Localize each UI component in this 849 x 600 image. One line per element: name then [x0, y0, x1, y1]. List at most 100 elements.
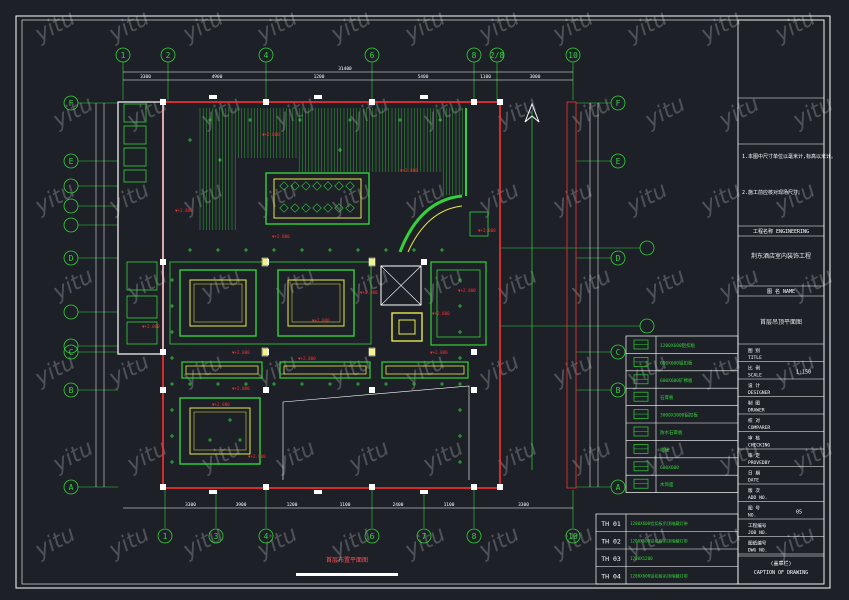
watermark-text: yitu — [252, 522, 301, 564]
bottom-dimension: 1100 — [444, 502, 455, 508]
caption-zh: (盖章栏) — [770, 560, 791, 567]
coffer-panels — [169, 261, 372, 465]
title-row-zh: 设 计 — [748, 382, 760, 389]
floor-plan: ▼+2.800▼+2.800▼+2.800▼+2.800▼+2.800▼+2.8… — [117, 95, 577, 494]
engineering-label: 工程名称 ENGINEERING — [753, 228, 809, 235]
column — [160, 259, 166, 265]
watermark-text: yitu — [178, 522, 227, 564]
coffer-inner — [287, 279, 345, 327]
watermark-text: yitu — [104, 178, 153, 220]
axis-bubble-top — [115, 47, 131, 63]
strip-panels — [123, 103, 489, 379]
title-row-en: PROVEDBY — [748, 460, 770, 466]
watermark-text: yitu — [474, 350, 523, 392]
axis-label-top: 8 — [472, 51, 477, 60]
axis-bubble-top — [466, 47, 482, 63]
title-row-zh: 图纸编号 — [748, 540, 767, 547]
side-wing-wall — [117, 101, 164, 355]
title-row-en: ADD NO. — [748, 495, 767, 501]
watermark-text: yitu — [474, 6, 523, 48]
column — [471, 484, 477, 490]
title-row-en: DRAWER — [748, 408, 765, 414]
th-description: 1200X1200 — [630, 556, 653, 561]
decorative-panel-pattern — [279, 181, 355, 213]
level-marks: ▼+2.800▼+2.800▼+2.800▼+2.800▼+2.800▼+2.8… — [142, 132, 496, 459]
level-mark: ▼+2.800 — [458, 288, 476, 293]
th-description: 1200X600铝扣板吊顶暗藏灯带 — [630, 573, 688, 580]
title-row-en: CHECKING — [748, 443, 770, 449]
downlight — [412, 248, 416, 252]
watermark-text: yitu — [122, 92, 171, 134]
legend-label: 600X600 — [660, 465, 679, 471]
note-line-2: 2.施工前应核对现场尺寸。 — [742, 189, 803, 196]
title-row-zh: 图 别 — [748, 347, 760, 354]
watermark-layer: yitu yitu yitu yitu yitu yitu yitu yitu yitu yitu… — [30, 6, 837, 564]
watermark-text: yitu — [48, 92, 97, 134]
title-row-en: DATE — [748, 478, 759, 484]
downlight — [248, 118, 252, 122]
title-row-en: COMPARER — [748, 425, 770, 431]
watermark-text: yitu — [326, 6, 375, 48]
strip-panel — [381, 361, 469, 379]
downlight — [440, 382, 444, 386]
coffer-outer — [179, 397, 261, 465]
watermark-text: yitu — [104, 350, 153, 392]
column — [263, 484, 269, 490]
title-row-zh: 工程编号 — [748, 522, 767, 529]
axis-bubble-top — [258, 47, 274, 63]
level-mark: ▼+2.800 — [212, 402, 230, 407]
bottom-dimension: 3900 — [236, 502, 247, 508]
downlight — [188, 138, 192, 142]
legend-label: 3000X3000铝扣板 — [660, 412, 698, 419]
downlight — [348, 118, 352, 122]
downlight — [170, 408, 174, 412]
title-row-en: TITLE — [748, 355, 762, 361]
column — [471, 387, 477, 393]
axis-bubble-bottom — [565, 528, 581, 544]
downlight — [384, 248, 388, 252]
caption-underline — [296, 573, 398, 576]
axis-bubble-top — [160, 47, 176, 63]
axis-label-top: 1 — [121, 51, 126, 60]
downlight — [458, 382, 462, 386]
legend-label: 600X600铝扣板 — [660, 359, 693, 366]
legend-label: 1200X600铝扣板 — [660, 342, 696, 349]
downlight — [170, 434, 174, 438]
axis-label-bottom: 6 — [370, 532, 375, 541]
column — [160, 99, 166, 105]
column — [160, 387, 166, 393]
axis-label-right: E — [616, 157, 621, 166]
right-room-ceiling — [430, 261, 487, 346]
watermark-text: yitu — [622, 178, 671, 220]
grille-ceiling-hatch — [199, 108, 467, 230]
axis-label-right: A — [616, 483, 621, 492]
watermark-text: yitu — [474, 522, 523, 564]
axis-label-left: A — [69, 483, 74, 492]
drawing-name: 首层吊顶平面图 — [760, 318, 802, 326]
bottom-dimension: 3300 — [518, 502, 529, 508]
level-mark: ▼+2.800 — [272, 234, 290, 239]
bottom-dimension: 3300 — [185, 502, 196, 508]
column — [369, 387, 375, 393]
top-dimension: 1100 — [480, 74, 491, 80]
decorative-panel-inner — [273, 178, 362, 219]
axis-label-bottom: 10 — [568, 532, 578, 541]
watermark-text: yitu — [400, 6, 449, 48]
title-row-zh: 比 例 — [748, 365, 760, 372]
title-row-zh: 日 期 — [748, 471, 760, 477]
bottom-dimension: 1200 — [287, 502, 298, 508]
top-dimension: 3000 — [530, 74, 541, 80]
axis-bubble-top — [565, 47, 581, 63]
top-dimension: 5400 — [418, 74, 429, 80]
downlight — [208, 438, 212, 442]
axis-label-top: 4 — [264, 51, 269, 60]
axis-label-bottom: 3 — [214, 532, 219, 541]
watermark-text: yitu — [252, 350, 301, 392]
watermark-text: yitu — [196, 436, 245, 478]
axis-bubble-bottom — [416, 528, 432, 544]
title-row-zh: 校 对 — [748, 417, 760, 424]
watermark-text: yitu — [418, 436, 467, 478]
axis-label-bottom: 1 — [163, 532, 168, 541]
